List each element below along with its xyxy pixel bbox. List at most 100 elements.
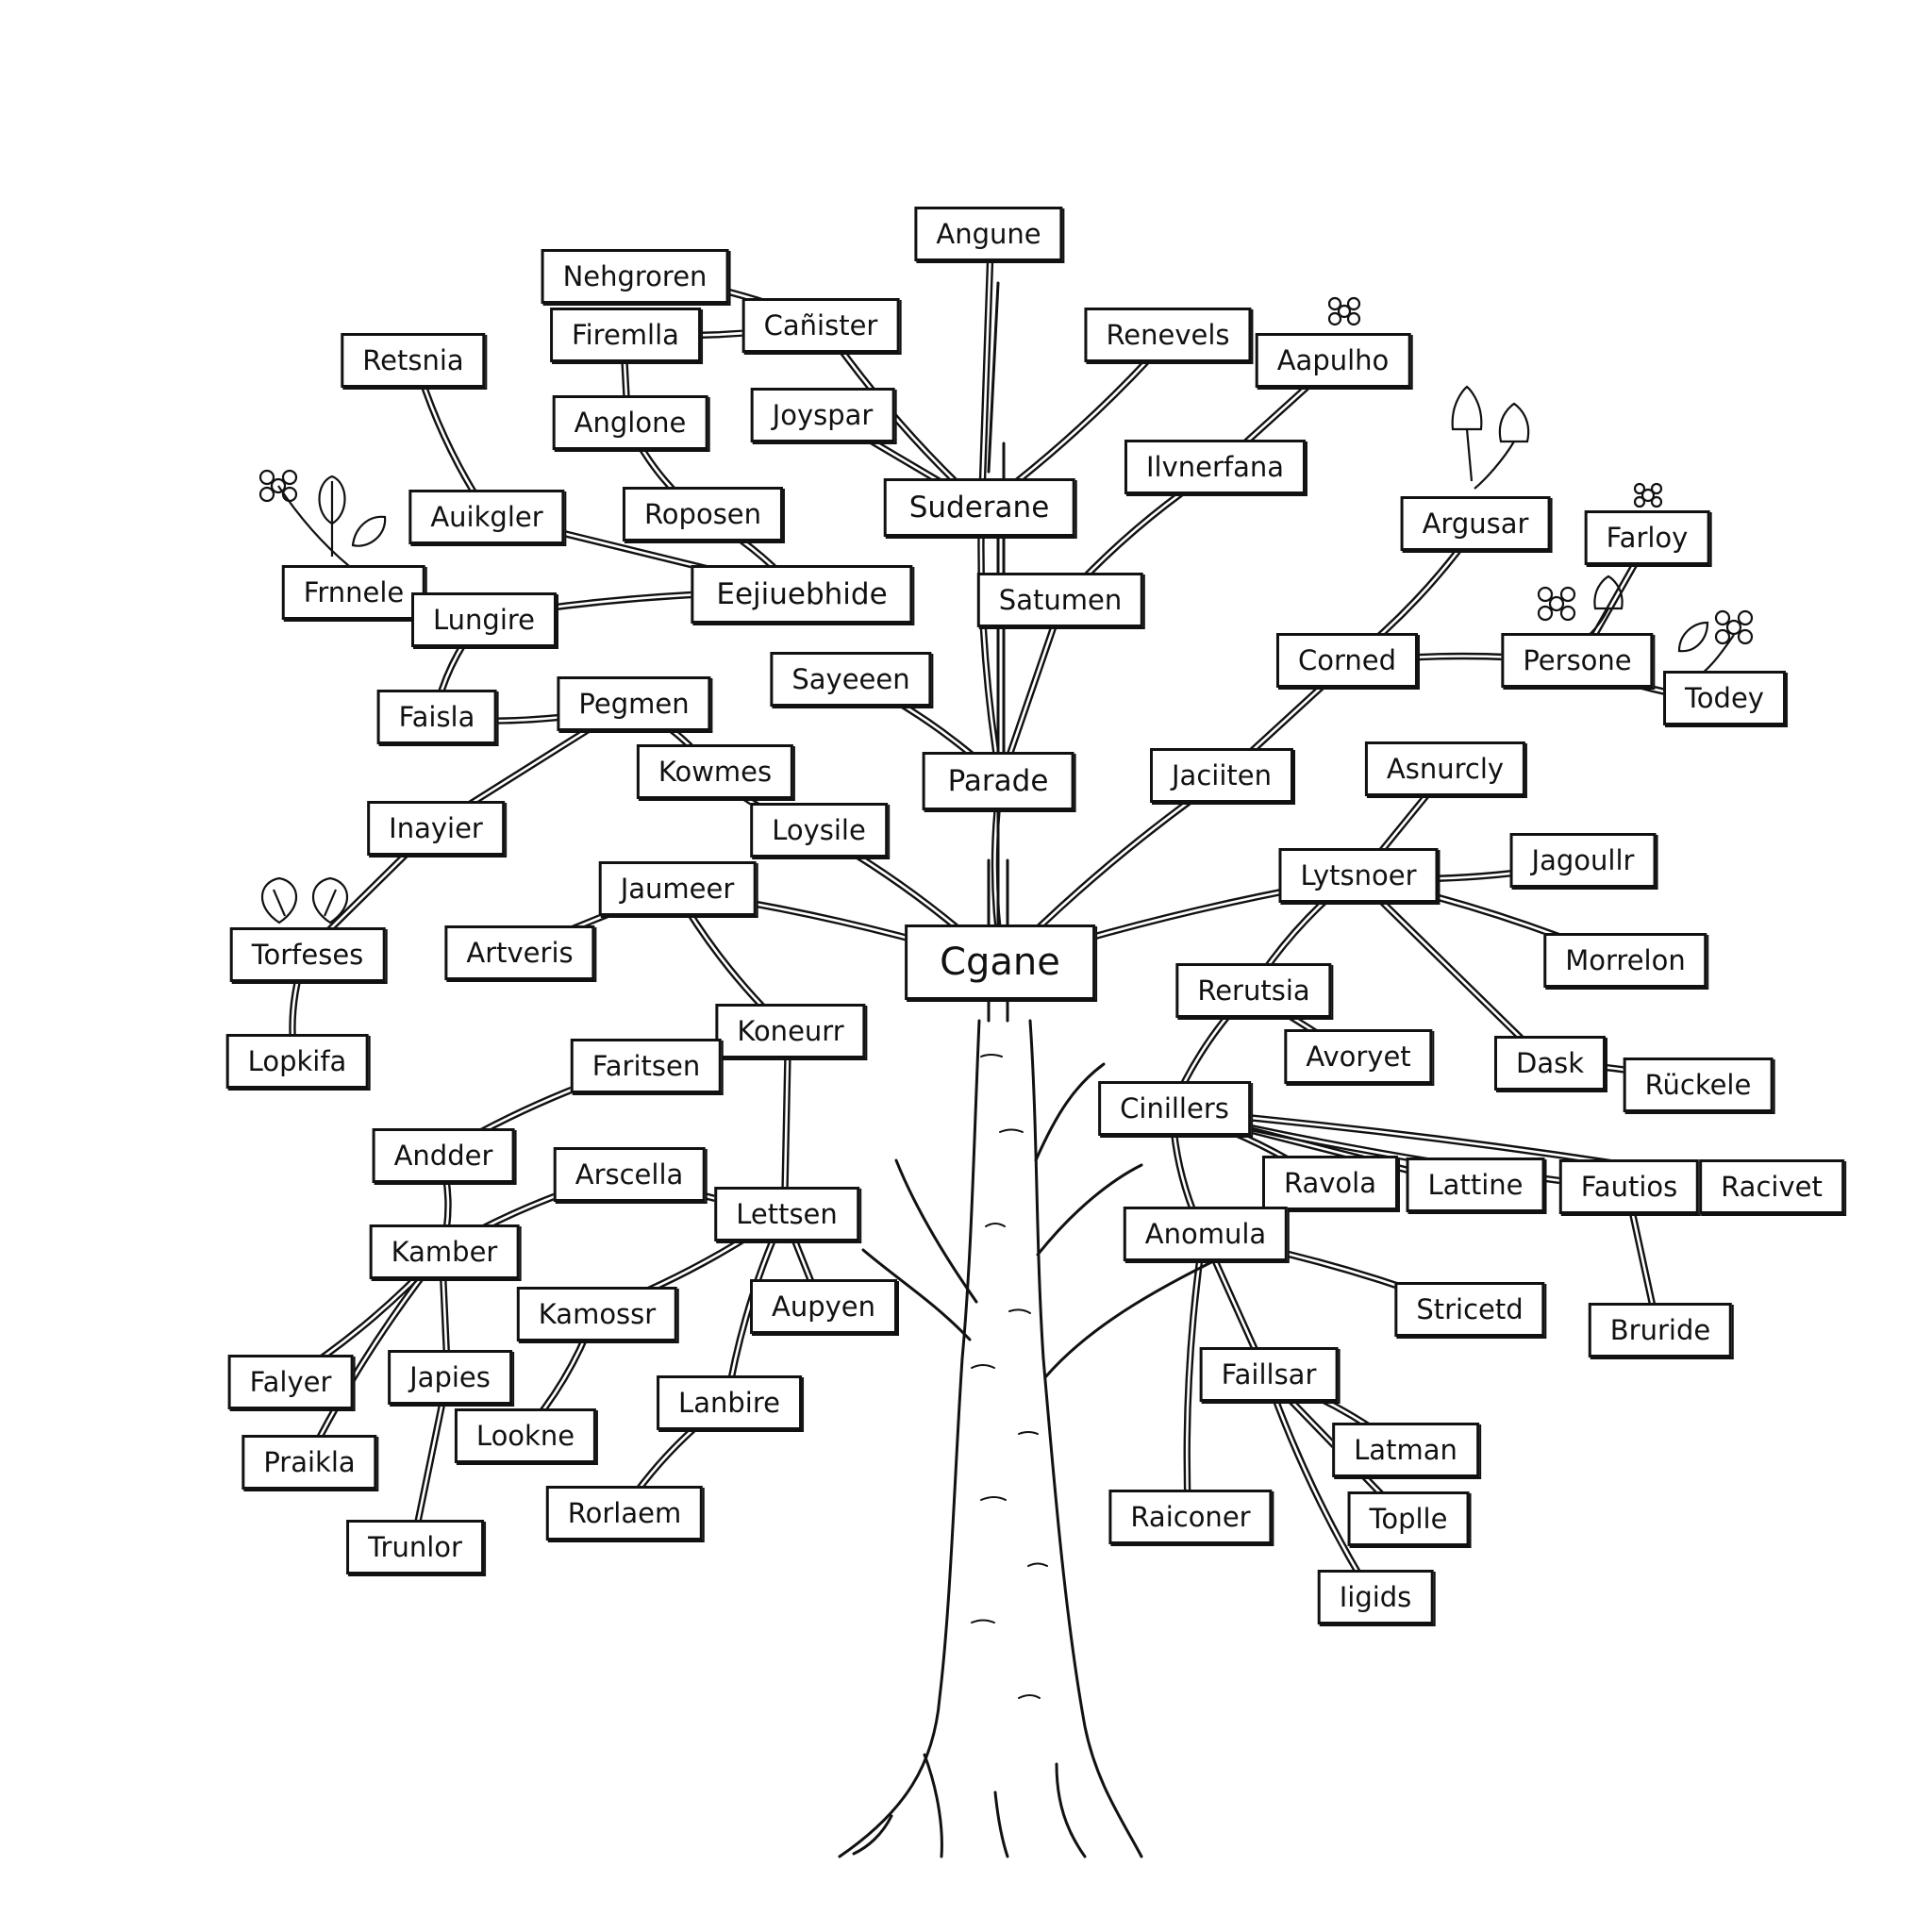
- node-angune[interactable]: Angune: [914, 207, 1063, 261]
- node-label: Koneurr: [737, 1015, 844, 1047]
- node-faritsen[interactable]: Faritsen: [570, 1039, 723, 1093]
- node-anomula[interactable]: Anomula: [1123, 1207, 1289, 1261]
- node-label: Ilvnerfana: [1145, 451, 1285, 483]
- node-label: Suderane: [908, 491, 1050, 525]
- branch-line: [1263, 1374, 1373, 1601]
- node-reposen[interactable]: Roposen: [622, 487, 784, 541]
- node-label: Bruride: [1609, 1314, 1711, 1346]
- node-canister[interactable]: Cañister: [741, 298, 900, 353]
- node-toplle[interactable]: Toplle: [1347, 1491, 1470, 1546]
- node-falyer[interactable]: Falyer: [227, 1355, 354, 1409]
- branch-line: [1188, 1232, 1208, 1519]
- node-pegmen[interactable]: Pegmen: [557, 676, 711, 731]
- node-label: Cgane: [940, 941, 1060, 984]
- node-torfeses[interactable]: Torfeses: [229, 927, 386, 982]
- node-bruride[interactable]: Bruride: [1588, 1303, 1733, 1357]
- node-morrelon[interactable]: Morrelon: [1543, 933, 1707, 988]
- node-asnurcly[interactable]: Asnurcly: [1364, 741, 1526, 796]
- node-label: Cinillers: [1120, 1092, 1229, 1124]
- node-ilvnerfana[interactable]: Ilvnerfana: [1124, 440, 1307, 494]
- leaf-icon: [260, 876, 298, 924]
- node-jaumeer[interactable]: Jaumeer: [598, 861, 757, 916]
- leaf-icon: [311, 876, 349, 924]
- node-ruckele[interactable]: Rückele: [1623, 1058, 1774, 1112]
- node-lattine[interactable]: Lattine: [1406, 1158, 1545, 1212]
- node-trunlor[interactable]: Trunlor: [346, 1520, 484, 1574]
- node-lytsnoer[interactable]: Lytsnoer: [1278, 848, 1439, 903]
- node-label: Ravola: [1283, 1167, 1377, 1199]
- node-persone[interactable]: Persone: [1501, 633, 1654, 688]
- node-label: Parade: [947, 764, 1049, 798]
- node-japies[interactable]: Japies: [388, 1350, 512, 1405]
- node-farloy[interactable]: Farloy: [1584, 510, 1710, 565]
- node-kamossr[interactable]: Kamossr: [516, 1287, 678, 1341]
- node-latman[interactable]: Latman: [1332, 1423, 1479, 1477]
- node-satumen[interactable]: Satumen: [976, 573, 1144, 627]
- node-rorlaem[interactable]: Rorlaem: [545, 1486, 704, 1541]
- node-faillsar[interactable]: Faillsar: [1199, 1347, 1339, 1402]
- node-label: Avoryet: [1306, 1041, 1411, 1073]
- node-rerutsia[interactable]: Rerutsia: [1175, 963, 1332, 1018]
- node-kowmes[interactable]: Kowmes: [636, 744, 794, 799]
- node-label: Anglone: [574, 407, 687, 439]
- node-label: Todey: [1685, 682, 1764, 714]
- node-joyspar[interactable]: Joyspar: [750, 388, 895, 442]
- node-eejiuebhide[interactable]: Eejiuebhide: [691, 565, 913, 624]
- node-todey[interactable]: Todey: [1663, 671, 1786, 725]
- node-label: Cañister: [763, 309, 878, 341]
- node-praikla[interactable]: Praikla: [242, 1435, 377, 1490]
- node-lettsen[interactable]: Lettsen: [714, 1187, 859, 1241]
- node-ravola[interactable]: Ravola: [1261, 1156, 1399, 1210]
- node-andder[interactable]: Andder: [372, 1128, 515, 1183]
- node-jaciiten[interactable]: Jaciiten: [1150, 748, 1293, 803]
- node-jagoullr[interactable]: Jagoullr: [1509, 833, 1657, 888]
- node-parade[interactable]: Parade: [922, 752, 1074, 810]
- node-label: Satumen: [998, 584, 1123, 616]
- node-iigids[interactable]: Iigids: [1317, 1570, 1434, 1624]
- node-label: Anomula: [1144, 1218, 1267, 1250]
- node-argusar[interactable]: Argusar: [1400, 496, 1551, 551]
- branch-line: [982, 506, 1005, 782]
- node-dask[interactable]: Dask: [1493, 1036, 1607, 1091]
- flower-icon: [1327, 296, 1361, 326]
- node-cgane[interactable]: Cgane: [905, 924, 1095, 1000]
- node-frnnele[interactable]: Frnnele: [281, 565, 426, 620]
- node-lopkifa[interactable]: Lopkifa: [225, 1034, 369, 1089]
- node-lungire[interactable]: Lungire: [411, 592, 557, 647]
- node-koneurr[interactable]: Koneurr: [715, 1004, 866, 1058]
- node-label: Corned: [1297, 644, 1397, 676]
- node-aupyen[interactable]: Aupyen: [749, 1279, 898, 1334]
- node-faisla[interactable]: Faisla: [376, 690, 497, 744]
- node-lookne[interactable]: Lookne: [454, 1408, 597, 1463]
- node-stricetd[interactable]: Stricetd: [1394, 1282, 1545, 1337]
- node-aapulho[interactable]: Aapulho: [1255, 333, 1411, 388]
- node-nehgroren[interactable]: Nehgroren: [541, 249, 729, 304]
- node-corned[interactable]: Corned: [1275, 633, 1419, 688]
- node-label: Morrelon: [1565, 944, 1686, 976]
- node-label: Racivet: [1721, 1171, 1823, 1203]
- node-label: Lettsen: [736, 1198, 838, 1230]
- node-inayier[interactable]: Inayier: [367, 801, 505, 856]
- node-label: Argusar: [1422, 508, 1529, 540]
- node-retsnia[interactable]: Retsnia: [341, 333, 486, 388]
- node-fautios[interactable]: Fautios: [1558, 1159, 1700, 1214]
- leaf-icon: [1677, 621, 1709, 653]
- node-artveris[interactable]: Artveris: [444, 925, 595, 980]
- node-label: Retsnia: [362, 344, 464, 376]
- node-loysile[interactable]: Loysile: [750, 803, 888, 858]
- node-lanbire[interactable]: Lanbire: [657, 1375, 802, 1430]
- node-anglone[interactable]: Anglone: [552, 395, 708, 450]
- node-sayeeen[interactable]: Sayeeen: [770, 652, 932, 707]
- node-avoryet[interactable]: Avoryet: [1284, 1029, 1433, 1084]
- node-firemlla[interactable]: Firemlla: [550, 308, 701, 362]
- node-raiconer[interactable]: Raiconer: [1108, 1490, 1273, 1544]
- node-kamber[interactable]: Kamber: [369, 1224, 520, 1279]
- node-auikgler[interactable]: Auikgler: [408, 490, 565, 544]
- node-suderane[interactable]: Suderane: [883, 478, 1075, 537]
- node-racivet[interactable]: Racivet: [1699, 1159, 1844, 1214]
- node-cinillers[interactable]: Cinillers: [1098, 1081, 1251, 1136]
- node-renevels[interactable]: Renevels: [1084, 308, 1252, 362]
- node-label: Jagoullr: [1531, 844, 1635, 876]
- node-arscella[interactable]: Arscella: [553, 1147, 706, 1202]
- branch-line: [977, 232, 991, 509]
